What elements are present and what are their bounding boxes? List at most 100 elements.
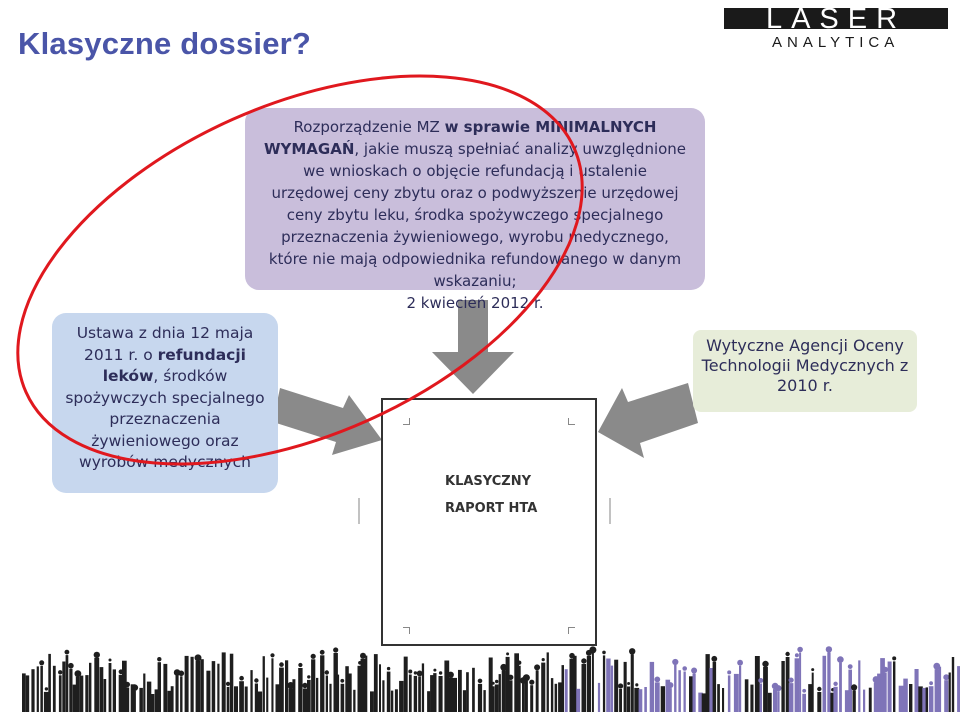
silhouette [386, 671, 391, 712]
silhouette-head [618, 683, 624, 689]
silhouette [623, 661, 627, 712]
silhouette [69, 668, 73, 712]
silhouette [654, 682, 660, 712]
silhouette [569, 658, 575, 712]
silhouette-head [943, 674, 950, 681]
silhouette-head [93, 651, 101, 659]
silhouette-head [837, 656, 844, 663]
silhouette-head [74, 670, 82, 678]
silhouette [914, 669, 919, 712]
regulation-box: Rozporządzenie MZ w sprawie MINIMALNYCH … [245, 108, 705, 312]
silhouette [408, 674, 412, 712]
silhouette [705, 654, 710, 712]
silhouette [576, 688, 581, 712]
silhouette-head [762, 660, 769, 668]
silhouette [229, 653, 234, 712]
silhouette [709, 668, 713, 712]
silhouette [292, 679, 296, 712]
silhouette-head [360, 652, 366, 659]
act-body: , środków spożywczych specjalnego przezn… [65, 367, 265, 471]
silhouette-head [581, 658, 587, 664]
logo-analytica-text: ANALYTICA [772, 34, 900, 51]
silhouette-head [517, 660, 522, 665]
silhouette [802, 693, 806, 712]
silhouette-head [682, 666, 687, 671]
silhouette [311, 659, 316, 712]
silhouette [458, 669, 462, 712]
silhouette-head [433, 668, 437, 672]
silhouette [750, 684, 754, 712]
silhouette-head [737, 659, 743, 666]
silhouette [94, 657, 100, 712]
silhouette [514, 653, 519, 712]
silhouette-head [124, 681, 130, 688]
report-line1: KLASYCZNY [445, 474, 531, 489]
silhouette [221, 652, 226, 712]
silhouette [785, 657, 790, 712]
silhouette [727, 675, 731, 712]
silhouette [712, 661, 717, 712]
silhouette [722, 688, 725, 712]
silhouette [108, 663, 112, 712]
silhouette-head [851, 684, 858, 691]
silhouette [868, 687, 872, 712]
silhouette [234, 686, 238, 712]
silhouette [811, 672, 814, 712]
silhouette-head [477, 678, 483, 684]
silhouette [934, 669, 939, 712]
silhouette [922, 687, 926, 712]
silhouette-head [254, 678, 259, 683]
silhouette [370, 691, 374, 712]
silhouette [546, 652, 549, 712]
silhouette [31, 669, 35, 712]
silhouette [644, 687, 647, 712]
silhouette [928, 686, 934, 712]
silhouette [394, 689, 398, 712]
silhouette-head [324, 670, 329, 675]
crowd-silhouette-strip [22, 646, 960, 712]
silhouette-head [825, 646, 833, 653]
silhouette-head [794, 653, 799, 658]
silhouette [535, 670, 539, 712]
silhouette [739, 665, 742, 712]
silhouette [903, 678, 908, 712]
silhouette-head [319, 649, 325, 655]
regulation-intro: Rozporządzenie MZ [293, 118, 445, 136]
silhouette-head [108, 658, 112, 662]
silhouette-head [534, 664, 541, 671]
silhouette [597, 682, 601, 712]
silhouette [163, 663, 168, 712]
silhouette-head [691, 667, 698, 674]
silhouette-head [602, 650, 606, 655]
silhouette [333, 653, 338, 712]
silhouette [175, 675, 179, 712]
silhouette [466, 672, 469, 712]
silhouette [788, 683, 794, 712]
silhouette [781, 661, 785, 712]
silhouette [118, 674, 124, 712]
guidelines-text: Wytyczne Agencji Oceny Technologii Medyc… [701, 336, 909, 395]
silhouette [754, 656, 760, 712]
silhouette [99, 667, 104, 712]
silhouette [586, 655, 591, 712]
silhouette [530, 685, 534, 712]
silhouette [382, 680, 385, 712]
silhouette [320, 655, 325, 712]
silhouette [591, 652, 594, 712]
silhouette [122, 660, 127, 712]
silhouette [610, 665, 614, 712]
silhouette [777, 691, 780, 712]
silhouette [146, 681, 152, 712]
silhouette [112, 669, 116, 712]
silhouette [887, 661, 892, 712]
logo-laser-text: LASER [765, 3, 907, 35]
silhouette [266, 677, 269, 712]
silhouette [909, 684, 913, 712]
silhouette [79, 675, 84, 712]
silhouette-head [194, 654, 202, 662]
silhouette [418, 676, 421, 712]
silhouette [275, 684, 280, 712]
silhouette [125, 687, 130, 712]
silhouette [794, 658, 800, 712]
silhouette [133, 690, 136, 712]
